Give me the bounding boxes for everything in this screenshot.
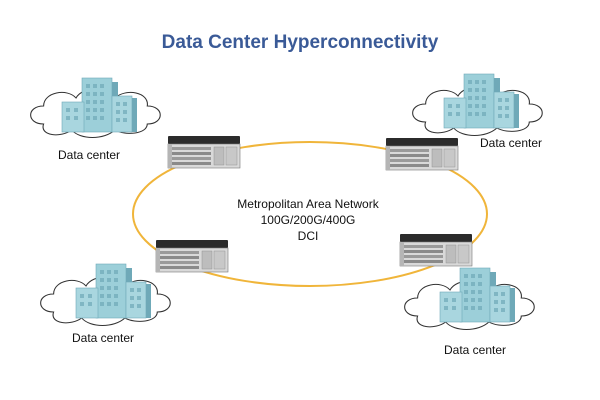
- network-switch-icon: [385, 137, 459, 171]
- data-center-cloud-top-right: [412, 73, 543, 137]
- data-center-label: Data center: [480, 136, 543, 150]
- building-icon: [61, 77, 138, 133]
- building-icon: [439, 267, 516, 323]
- network-switch-icon: [167, 135, 241, 169]
- network-switch-icon: [155, 239, 229, 273]
- data-center-label: Data center: [444, 343, 507, 357]
- building-icon: [75, 263, 152, 319]
- building-icon: [443, 73, 520, 129]
- data-center-cloud-bottom-left: [40, 263, 171, 327]
- diagram-title: Data Center Hyperconnectivity: [161, 32, 439, 53]
- metro-network-ring: [132, 141, 488, 287]
- network-type: DCI: [297, 229, 319, 243]
- data-center-label: Data center: [72, 331, 135, 345]
- data-center-cloud-bottom-right: [404, 267, 535, 331]
- data-center-cloud-top-left: [30, 77, 161, 139]
- network-name: Metropolitan Area Network: [237, 197, 379, 211]
- network-speeds: 100G/200G/400G: [260, 213, 356, 227]
- network-description: Metropolitan Area Network 100G/200G/400G…: [198, 196, 418, 244]
- data-center-label: Data center: [58, 148, 121, 162]
